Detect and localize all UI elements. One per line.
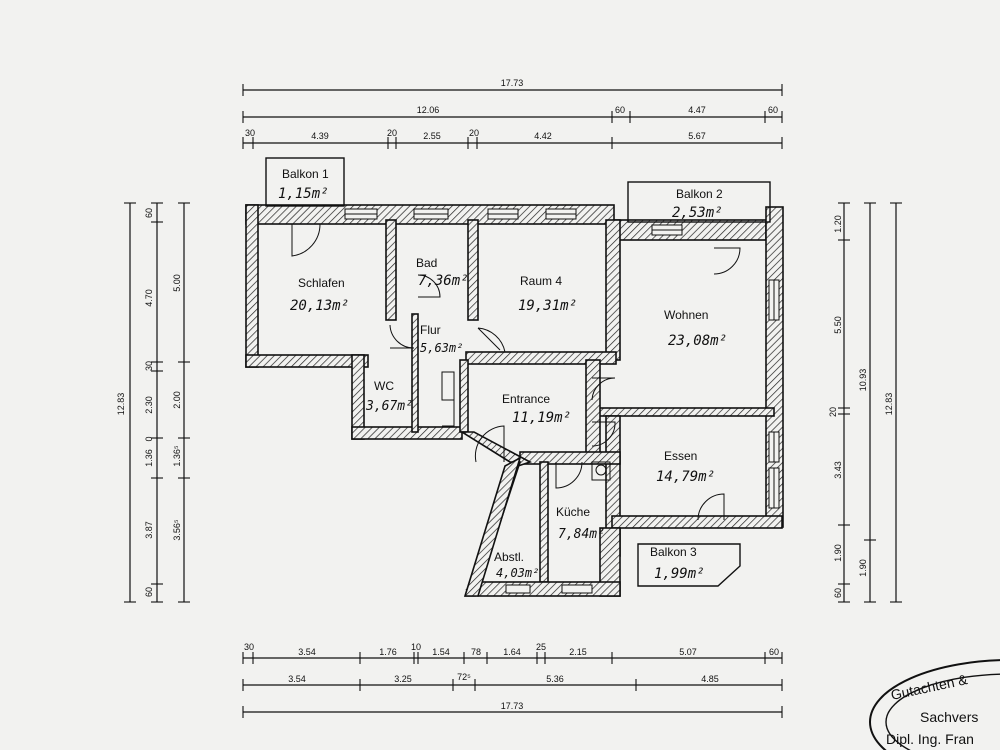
room-name-schlafen: Schlafen — [298, 276, 345, 290]
dim-label: 4.42 — [534, 131, 552, 141]
room-area-balkon2: 2,53m² — [672, 205, 723, 221]
dim-label: 60 — [615, 105, 625, 115]
room-name-balkon1: Balkon 1 — [282, 167, 329, 181]
dim-label: 30 — [144, 361, 154, 371]
dim-label: 72⁵ — [457, 672, 471, 682]
dim-label: 30 — [245, 128, 255, 138]
dim-label: 20 — [469, 128, 479, 138]
dim-label: 60 — [768, 105, 778, 115]
dim-label: 4.70 — [144, 289, 154, 307]
room-area-flur: 5,63m² — [420, 341, 463, 355]
dim-label: 12.83 — [116, 393, 126, 416]
room-area-wc: 3,67m² — [365, 399, 413, 414]
dim-label: 3.87 — [144, 521, 154, 539]
room-name-abstl: Abstl. — [494, 550, 524, 564]
dim-label: 1.64 — [503, 647, 521, 657]
stamp-line-3: Dipl. Ing. Fran — [886, 731, 974, 747]
room-area-schlafen: 20,13m² — [290, 298, 349, 314]
dim-label: 2.30 — [144, 396, 154, 414]
dim-label: 25 — [536, 642, 546, 652]
stamp-line-2: Sachvers — [920, 709, 978, 725]
balconies — [265, 157, 771, 587]
dim-label: 17.73 — [501, 78, 524, 88]
doors — [291, 223, 741, 521]
room-area-bad: 7,36m² — [418, 273, 469, 289]
dim-label: 1.36 — [144, 449, 154, 467]
room-name-wohnen: Wohnen — [664, 308, 708, 322]
dim-label: 1.76 — [379, 647, 397, 657]
dim-label: 30 — [244, 642, 254, 652]
room-name-flur: Flur — [420, 323, 441, 337]
dim-label: 5.67 — [688, 131, 706, 141]
dim-label: 3.25 — [394, 674, 412, 684]
room-name-raum4: Raum 4 — [520, 274, 562, 288]
dim-label: 1.20 — [833, 215, 843, 233]
dim-label: 4.39 — [311, 131, 329, 141]
dim-label: 10 — [411, 642, 421, 652]
dim-label: 5.50 — [833, 316, 843, 334]
stamp-line-1: Gutachten & — [889, 671, 969, 703]
bottom-dimension-chains: 30 3.54 1.76 10 1.54 78 1.64 25 2.15 5.0… — [242, 642, 783, 718]
dim-label: 0 — [144, 436, 154, 441]
room-area-wohnen: 23,08m² — [668, 333, 727, 349]
dim-label: 1.36⁵ — [172, 445, 182, 467]
dim-label: 10.93 — [858, 369, 868, 392]
room-name-bad: Bad — [416, 256, 437, 270]
dim-label: 17.73 — [501, 701, 524, 711]
room-name-wc: WC — [374, 379, 394, 393]
room-area-balkon3: 1,99m² — [654, 566, 705, 582]
left-dimension-chains: 12.83 60 4.70 30 2.30 0 1.36 3.87 60 5.0… — [116, 202, 190, 603]
dim-label: 4.85 — [701, 674, 719, 684]
dim-label: 78 — [471, 647, 481, 657]
dim-label: 60 — [144, 208, 154, 218]
windows — [344, 208, 780, 594]
dim-label: 20 — [387, 128, 397, 138]
dim-label: 5.07 — [679, 647, 697, 657]
room-area-balkon1: 1,15m² — [278, 186, 329, 202]
dim-label: 2.15 — [569, 647, 587, 657]
room-name-kueche: Küche — [556, 505, 590, 519]
room-name-balkon2: Balkon 2 — [676, 187, 723, 201]
dim-label: 2.00 — [172, 391, 182, 409]
room-name-balkon3: Balkon 3 — [650, 545, 697, 559]
dim-label: 1.90 — [858, 559, 868, 577]
dim-label: 5.00 — [172, 274, 182, 292]
dim-label: 60 — [769, 647, 779, 657]
walls — [245, 204, 784, 597]
dim-label: 3.43 — [833, 461, 843, 479]
dim-label: 3.54 — [288, 674, 306, 684]
room-area-abstl: 4,03m² — [496, 566, 539, 580]
dim-label: 1.90 — [833, 544, 843, 562]
room-area-kueche: 7,84m² — [558, 527, 605, 542]
room-labels: Balkon 1 1,15m² Balkon 2 2,53m² Schlafen… — [278, 167, 727, 582]
top-dimension-chains: 17.73 12.06 60 4.47 60 30 4.39 20 2.55 2… — [242, 78, 783, 149]
dim-label: 60 — [833, 588, 843, 598]
dim-label: 12.06 — [417, 105, 440, 115]
dim-label: 3.56⁵ — [172, 519, 182, 541]
dim-label: 1.54 — [432, 647, 450, 657]
room-name-entrance: Entrance — [502, 392, 550, 406]
dim-label: 20 — [828, 407, 838, 417]
dim-label: 5.36 — [546, 674, 564, 684]
room-name-essen: Essen — [664, 449, 697, 463]
office-stamp: Gutachten & Sachvers Dipl. Ing. Fran — [869, 659, 1000, 750]
dim-label: 4.47 — [688, 105, 706, 115]
dim-label: 12.83 — [884, 393, 894, 416]
dim-label: 3.54 — [298, 647, 316, 657]
dim-label: 2.55 — [423, 131, 441, 141]
room-area-essen: 14,79m² — [656, 469, 715, 485]
dim-label: 60 — [144, 587, 154, 597]
room-area-entrance: 11,19m² — [512, 410, 571, 426]
room-area-raum4: 19,31m² — [518, 298, 577, 314]
right-dimension-chains: 1.20 5.50 20 3.43 1.90 60 10.93 1.90 12.… — [828, 202, 902, 603]
